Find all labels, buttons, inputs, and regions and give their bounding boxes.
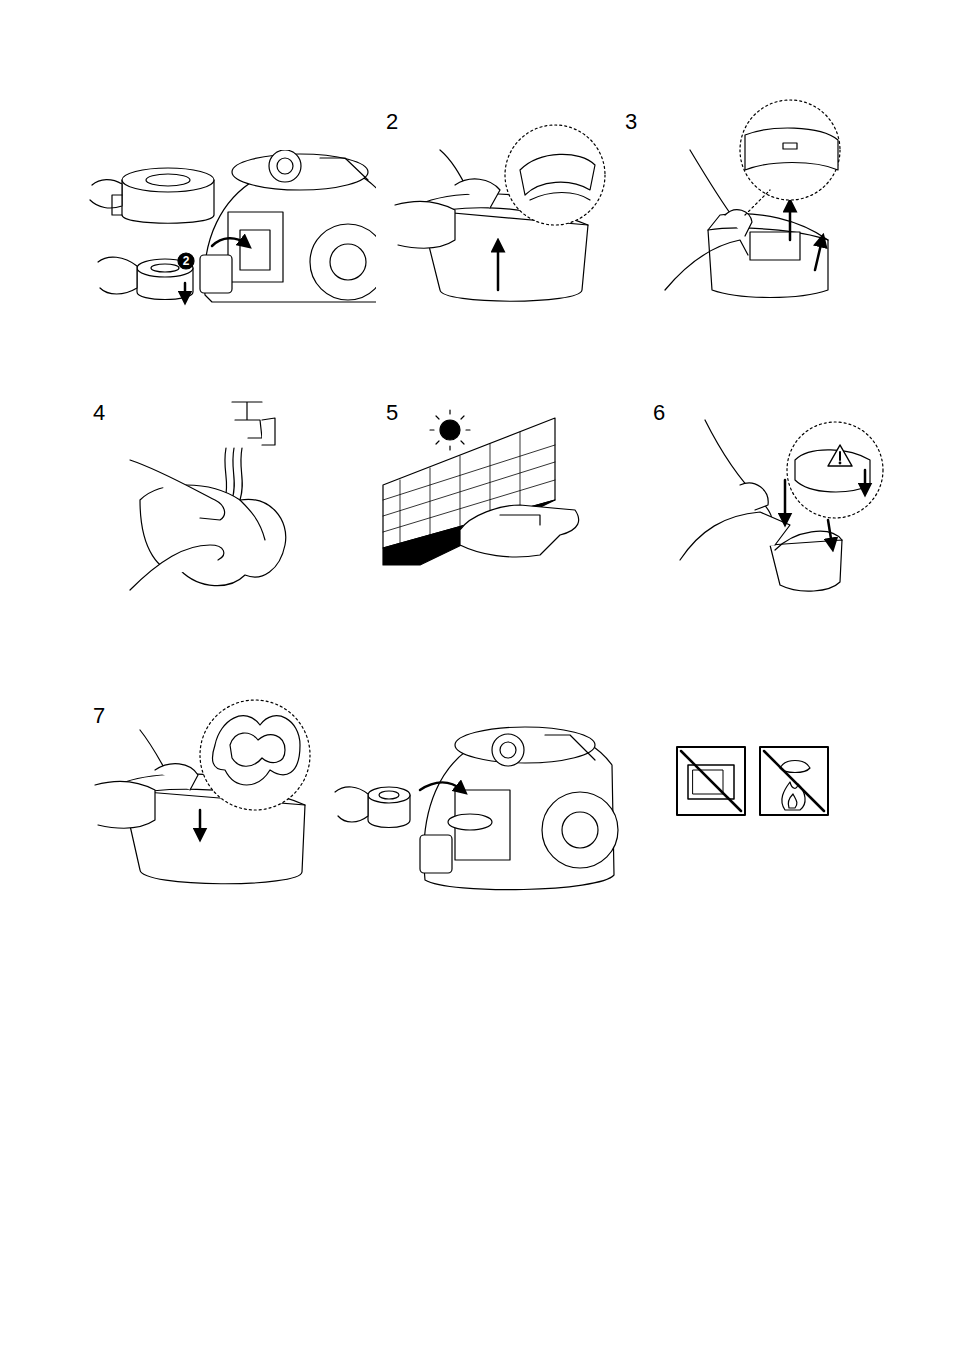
step-number: 4 [93, 402, 105, 424]
dust-bin [90, 168, 214, 223]
no-fire-icon [760, 747, 828, 815]
dust-bin-small [98, 238, 246, 299]
no-microwave-icon [677, 747, 745, 815]
vacuum-cleaner [335, 727, 618, 890]
vacuum-cleaner [200, 150, 376, 302]
step-number: 7 [93, 705, 105, 727]
bin-open-lid [395, 125, 605, 301]
tap-washing [130, 402, 286, 590]
step-number: 2 [386, 111, 398, 133]
step-number: 3 [625, 111, 637, 133]
filter-drying [460, 505, 579, 557]
filter-removal [665, 100, 840, 298]
step-number: 5 [386, 402, 398, 424]
bin-close-lid [95, 700, 310, 884]
callout-number: 2 [183, 255, 190, 267]
sun [430, 410, 470, 450]
callout-circle [178, 253, 194, 269]
filter-reinsert [680, 420, 883, 591]
step-number: 6 [653, 402, 665, 424]
